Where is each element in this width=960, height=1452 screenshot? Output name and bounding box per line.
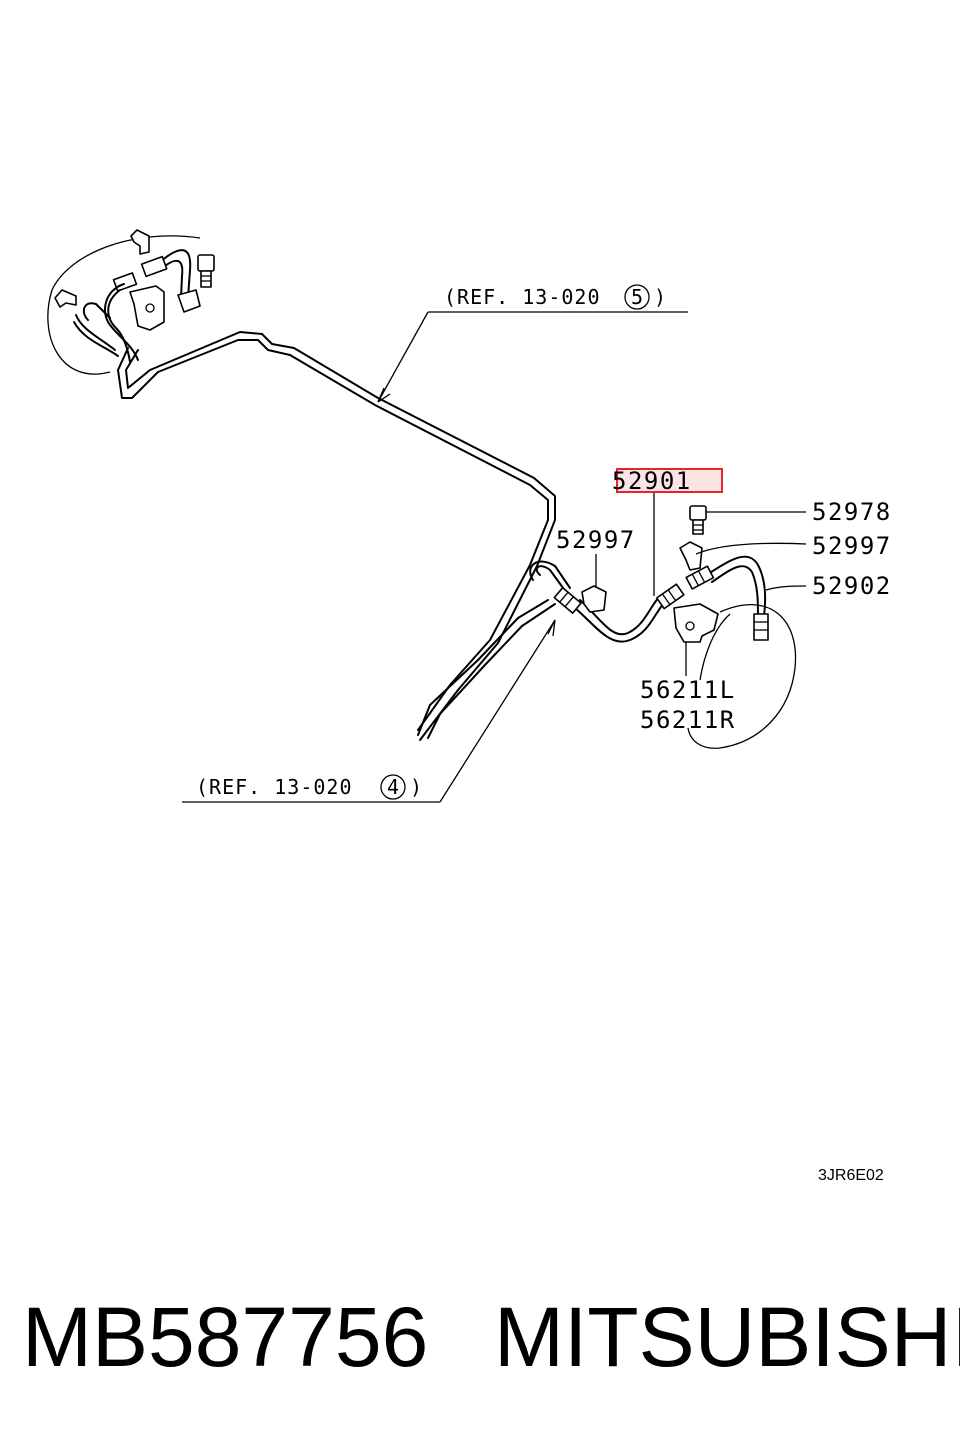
right-detail-outline bbox=[687, 604, 797, 749]
clip-52997-left bbox=[581, 585, 607, 613]
left-hook-pipe bbox=[535, 565, 567, 593]
ref-upper-circled: 5 bbox=[631, 285, 644, 309]
right-assembly bbox=[553, 505, 797, 749]
ref-lower-text: (REF. 13-020 bbox=[196, 775, 353, 799]
upper-bracket bbox=[129, 285, 165, 331]
label-52997-left: 52997 bbox=[556, 526, 636, 554]
fitting-52902 bbox=[685, 565, 715, 590]
caption-part-number: MB587756 bbox=[22, 1290, 428, 1384]
lower-pipe-branch bbox=[417, 599, 549, 736]
ref-upper-suffix: ) bbox=[654, 285, 667, 309]
ref-lower: (REF. 13-020 4 ) bbox=[196, 774, 423, 800]
leader-lines bbox=[182, 311, 807, 803]
fitting-left bbox=[553, 586, 582, 614]
hose-52901 bbox=[574, 601, 666, 643]
ref-upper: (REF. 13-020 5 ) bbox=[444, 284, 667, 310]
ref-upper-text: (REF. 13-020 bbox=[444, 285, 601, 309]
fitting-bottom bbox=[753, 613, 769, 641]
bracket-56211 bbox=[673, 603, 719, 643]
main-pipe-outer bbox=[117, 339, 549, 731]
upper-loop-tube bbox=[104, 283, 139, 361]
highlight-52901 bbox=[616, 468, 723, 493]
caption-brand: MITSUBISHI bbox=[494, 1290, 960, 1384]
label-56211l: 56211L bbox=[640, 676, 736, 704]
label-52901: 52901 bbox=[612, 467, 692, 495]
fitting-right bbox=[655, 583, 685, 610]
upper-detail-group bbox=[47, 229, 215, 375]
main-brake-pipes bbox=[117, 331, 571, 741]
upper-fitting-1 bbox=[140, 255, 168, 278]
upper-detail-outline bbox=[47, 235, 201, 375]
label-52902: 52902 bbox=[812, 572, 892, 600]
diagram-code: 3JR6E02 bbox=[818, 1167, 884, 1184]
hose-52902 bbox=[707, 555, 767, 617]
upper-clip bbox=[130, 229, 150, 255]
label-52997-right: 52997 bbox=[812, 532, 892, 560]
upper-hose bbox=[159, 249, 192, 299]
ref-lower-circled: 4 bbox=[387, 775, 400, 799]
main-pipe-inner bbox=[125, 331, 556, 741]
upper-left-clip bbox=[54, 289, 77, 308]
bolt-52978 bbox=[689, 505, 707, 535]
clip-52997-right bbox=[679, 541, 703, 571]
label-52978: 52978 bbox=[812, 498, 892, 526]
ref-lower-suffix: ) bbox=[410, 775, 423, 799]
upper-bolt bbox=[197, 254, 215, 288]
label-56211r: 56211R bbox=[640, 706, 736, 734]
